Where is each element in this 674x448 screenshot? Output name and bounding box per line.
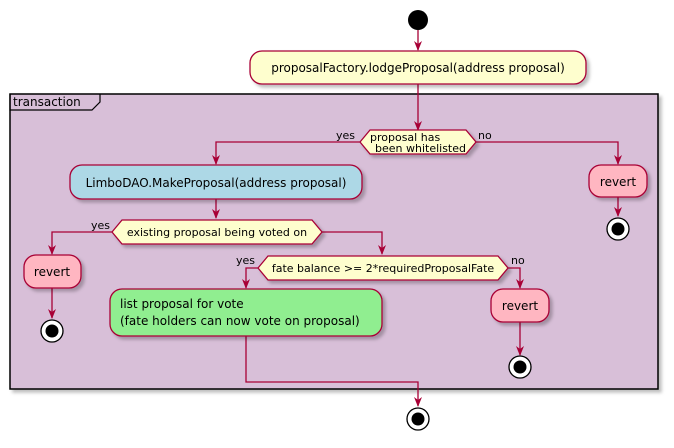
balance-no-label: no (511, 254, 525, 267)
whitelist-line2: been whitelisted (375, 142, 466, 155)
whitelist-yes-label: yes (336, 129, 355, 142)
list-proposal-line1: list proposal for vote (120, 297, 244, 311)
start-node (408, 10, 428, 30)
existing-yes-label: yes (91, 219, 110, 232)
revert-whitelist-label: revert (600, 175, 636, 189)
end-node-balance (508, 355, 532, 379)
end-node-final (406, 407, 430, 431)
make-proposal-action: LimboDAO.MakeProposal(address proposal) (69, 164, 363, 200)
whitelist-decision: proposal has been whitelisted yes no (336, 129, 492, 155)
revert-existing-label: revert (34, 265, 70, 279)
existing-proposal-label: existing proposal being voted on (127, 226, 307, 239)
transaction-partition: transaction (9, 93, 659, 390)
flow-edges (48, 30, 622, 407)
lodge-proposal-label: proposalFactory.lodgeProposal(address pr… (271, 61, 565, 75)
list-proposal-action: list proposal for vote (fate holders can… (109, 288, 383, 337)
revert-balance-label: revert (502, 299, 538, 313)
revert-existing-action: revert (23, 254, 82, 289)
make-proposal-label: LimboDAO.MakeProposal(address proposal) (86, 176, 347, 190)
edge-existing-no (322, 231, 386, 255)
existing-proposal-decision: existing proposal being voted on yes (91, 219, 323, 245)
partition-label: transaction (13, 95, 81, 109)
whitelist-line1: proposal has (370, 131, 440, 144)
end-node-existing (40, 319, 64, 343)
edge-balance-yes (242, 267, 258, 289)
balance-yes-label: yes (236, 254, 255, 267)
revert-whitelist-action: revert (588, 164, 648, 198)
edge-balance-no (508, 267, 524, 289)
fate-balance-decision: fate balance >= 2*requiredProposalFate y… (236, 254, 525, 281)
edge-whitelist-no (476, 141, 622, 165)
revert-balance-action: revert (490, 288, 550, 323)
fate-balance-label: fate balance >= 2*requiredProposalFate (272, 262, 495, 275)
end-node-whitelist (606, 217, 630, 241)
lodge-proposal-action: proposalFactory.lodgeProposal(address pr… (249, 50, 587, 85)
edge-existing-yes (48, 231, 112, 255)
whitelist-no-label: no (478, 129, 492, 142)
list-proposal-line2: (fate holders can now vote on proposal) (120, 314, 360, 328)
edge-list-to-end (245, 336, 422, 407)
edge-whitelist-yes (212, 141, 360, 165)
